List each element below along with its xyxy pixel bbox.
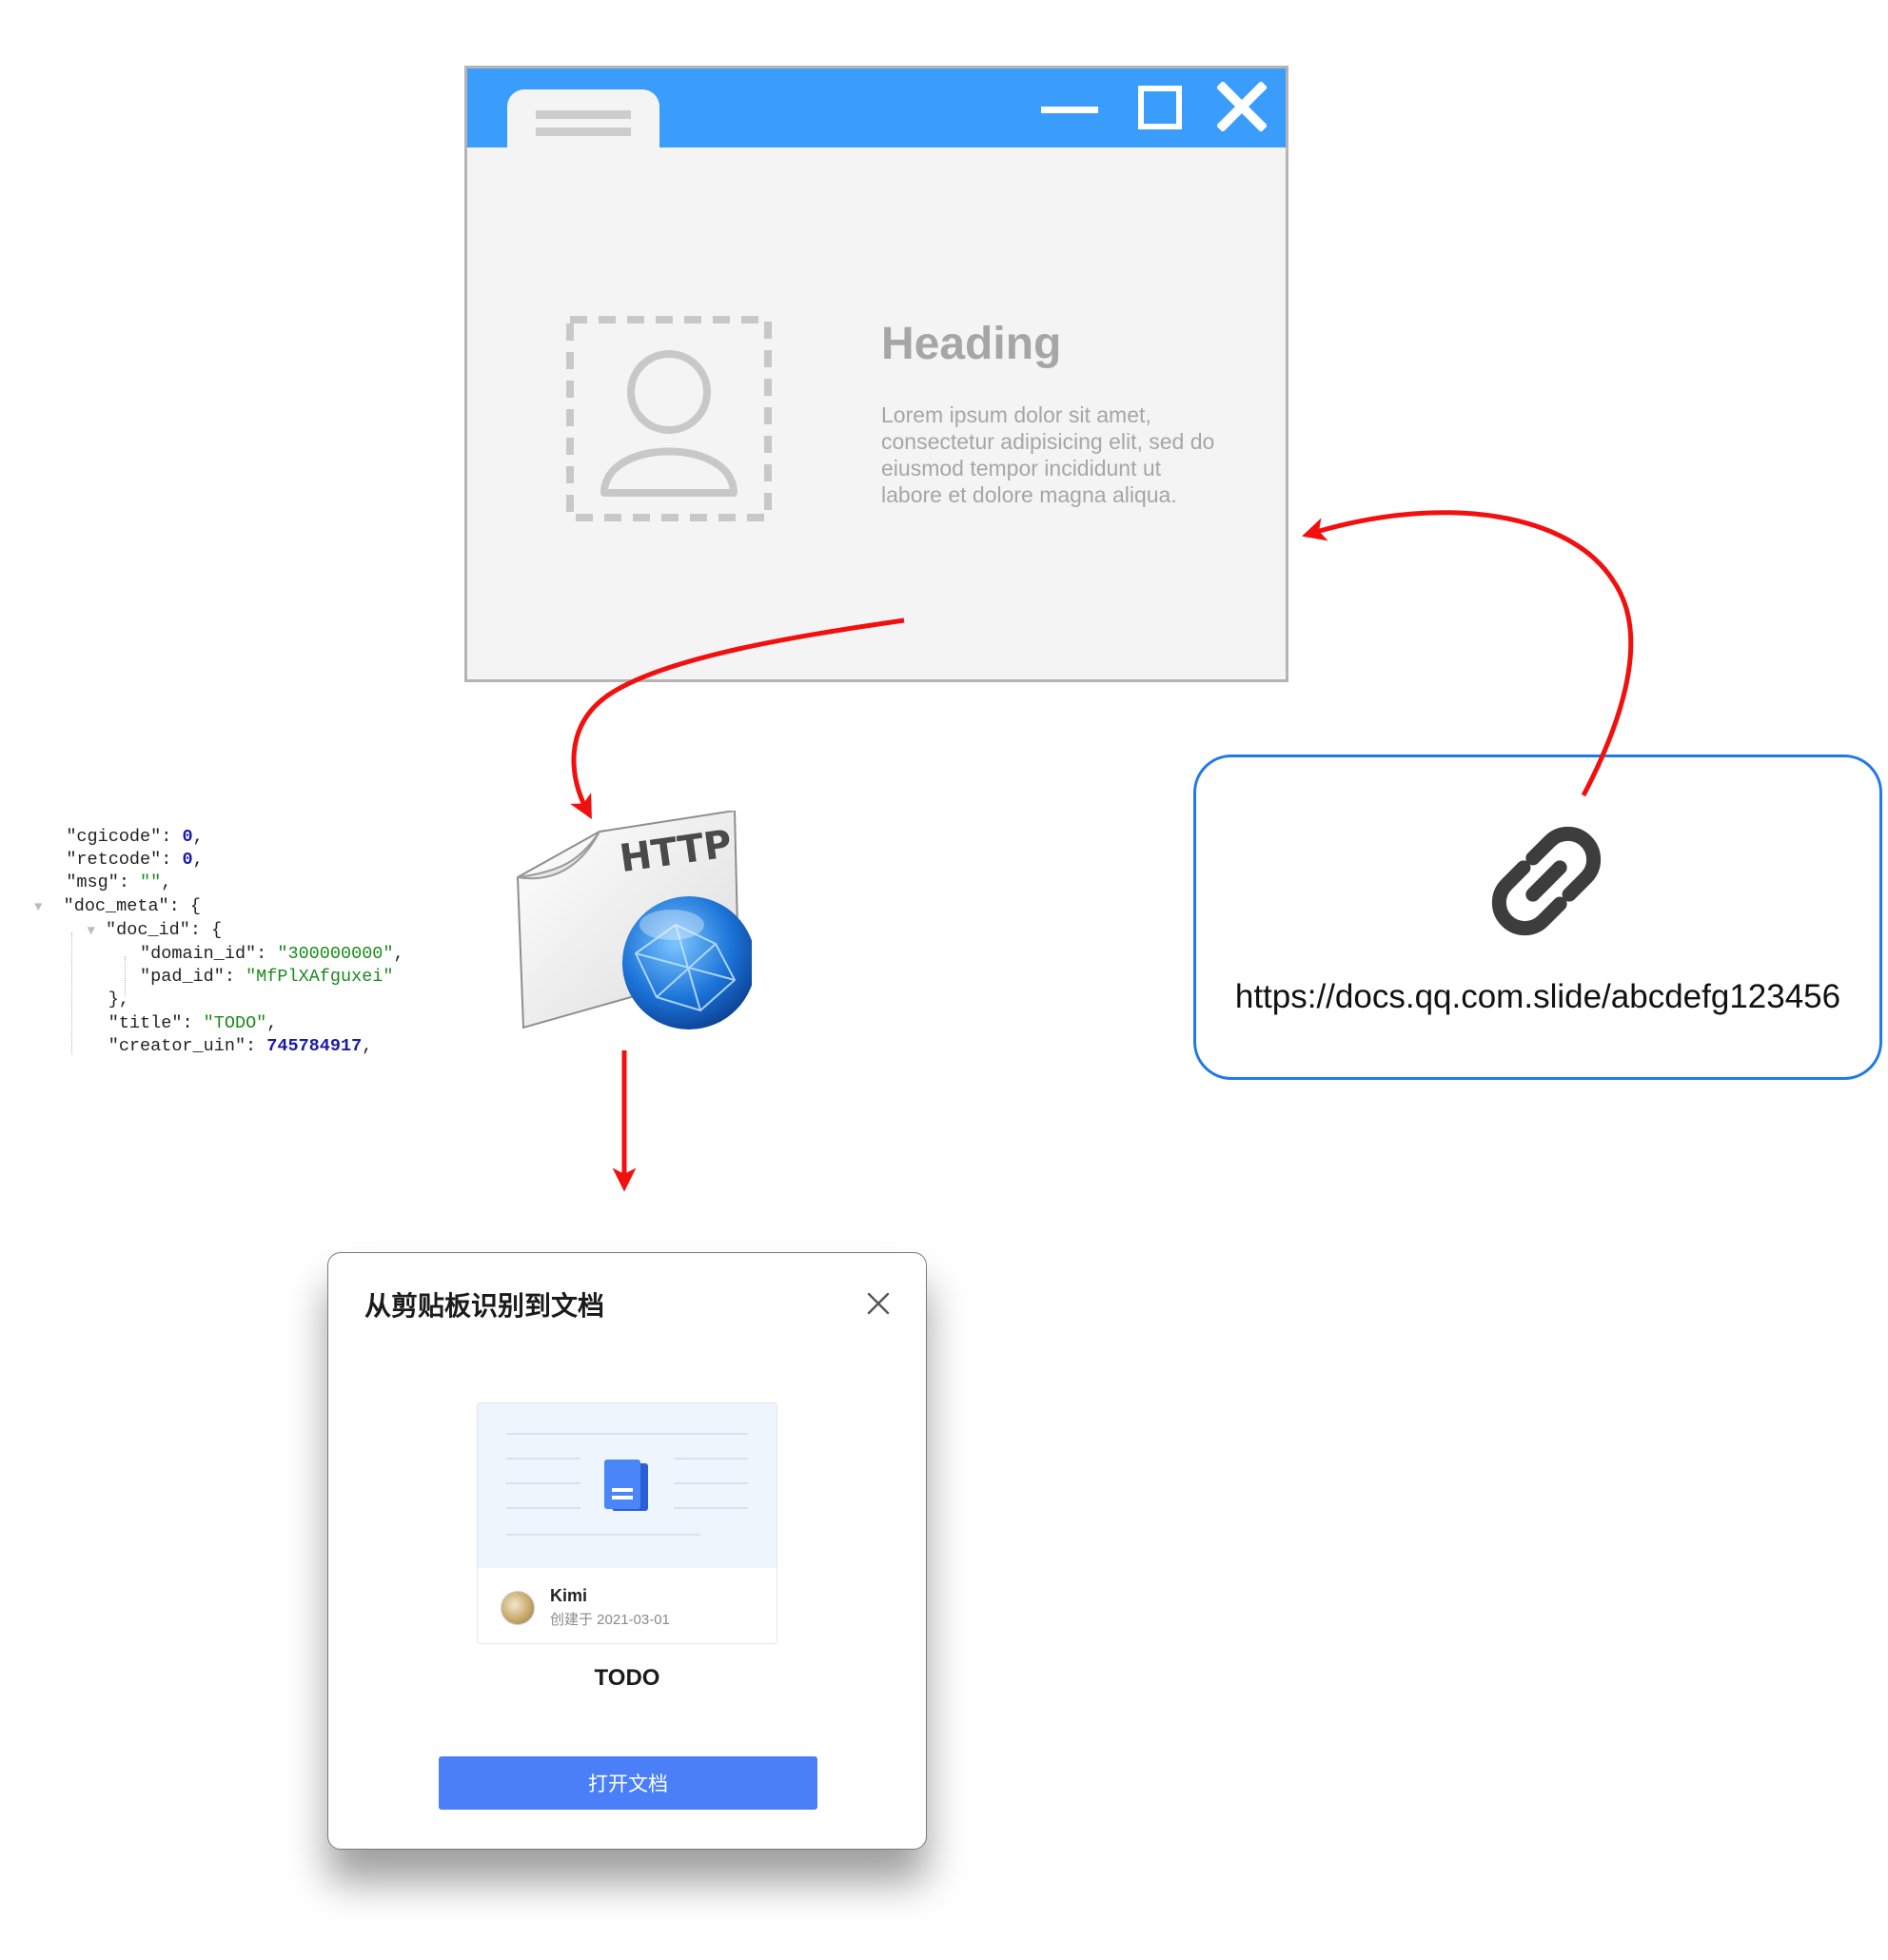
document-file-icon (604, 1460, 648, 1511)
arrow-link-to-browser (1302, 510, 1634, 797)
json-line: "pad_id": "MfPlXAfguxei" (140, 967, 394, 988)
json-response-snippet: "cgicode": 0, "retcode": 0, "msg": "",▼ … (34, 826, 404, 1058)
image-placeholder-icon (566, 316, 772, 521)
created-date: 创建于 2021-03-01 (550, 1612, 670, 1628)
preview-line (506, 1534, 700, 1536)
preview-line (506, 1507, 580, 1509)
link-url-text: https://docs.qq.com.slide/abcdefg123456 (1234, 978, 1841, 1015)
placeholder-heading: Heading (881, 319, 1062, 369)
json-indent-guide (125, 956, 126, 996)
link-icon (1491, 826, 1602, 936)
owner-name: Kimi (550, 1586, 588, 1605)
preview-line (674, 1507, 748, 1509)
json-line: "title": "TODO", (108, 1012, 278, 1033)
json-line: }, (34, 990, 129, 1010)
minimize-icon[interactable] (1041, 107, 1098, 113)
tab-placeholder-line (536, 110, 631, 119)
preview-line (674, 1458, 748, 1460)
placeholder-paragraph: Lorem ipsum dolor sit amet, consectetur … (881, 402, 1215, 507)
json-line: ▼ "doc_id": { (87, 919, 223, 940)
browser-tab[interactable] (507, 89, 659, 147)
document-preview (478, 1403, 777, 1568)
json-line: "msg": "", (66, 872, 172, 893)
preview-line (506, 1458, 580, 1460)
owner-avatar (501, 1591, 535, 1625)
browser-window-wireframe: Heading Lorem ipsum dolor sit amet, cons… (464, 66, 1288, 682)
json-line: ▼ "doc_meta": { (34, 895, 201, 916)
tab-placeholder-line (536, 127, 631, 136)
maximize-icon[interactable] (1138, 86, 1182, 129)
dialog-close-icon[interactable] (866, 1291, 891, 1316)
open-document-button[interactable]: 打开文档 (439, 1756, 817, 1810)
preview-line (674, 1482, 748, 1484)
collapse-triangle-icon[interactable]: ▼ (34, 899, 43, 915)
dialog-title: 从剪贴板识别到文档 (364, 1291, 605, 1321)
clipboard-document-dialog: 从剪贴板识别到文档 Kimi 创建于 2021-03-01 TODO 打开文档 (327, 1252, 927, 1850)
json-line: "domain_id": "300000000", (140, 944, 404, 965)
preview-line (506, 1433, 748, 1435)
close-icon[interactable] (1217, 82, 1267, 131)
json-line: "creator_uin": 745784917, (108, 1035, 373, 1056)
preview-line (506, 1482, 580, 1484)
json-indent-guide (71, 932, 72, 1054)
link-card: https://docs.qq.com.slide/abcdefg123456 (1193, 755, 1882, 1080)
http-document-globe-icon: HTTP (516, 811, 752, 1029)
document-title: TODO (594, 1665, 660, 1691)
json-line: "cgicode": 0, (66, 827, 204, 847)
document-card[interactable]: Kimi 创建于 2021-03-01 (477, 1402, 777, 1644)
json-line: "retcode": 0, (66, 850, 204, 871)
collapse-triangle-icon[interactable]: ▼ (87, 923, 95, 939)
